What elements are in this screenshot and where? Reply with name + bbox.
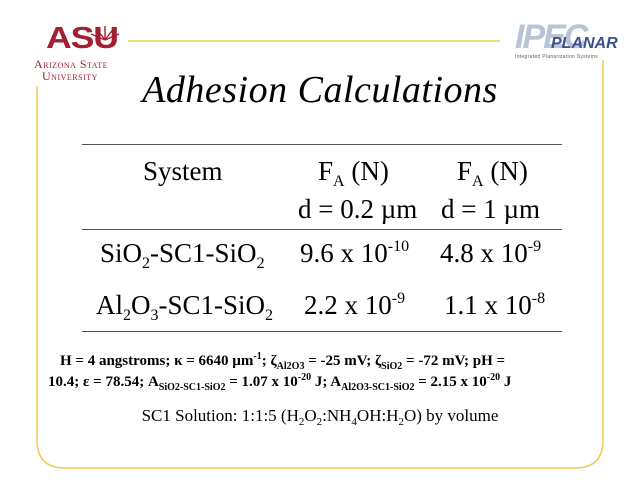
slide-title: Adhesion Calculations — [142, 69, 498, 111]
sc1-solution-note: SC1 Solution: 1:1:5 (H2O2:NH4OH:H2O) by … — [141, 406, 499, 428]
table-bottom-rule — [82, 331, 562, 332]
ipec-tagline: Integrated Planarization Systems — [515, 54, 598, 60]
header-system: System — [143, 156, 223, 186]
row2-system: Al2O3-SC1-SiO2 — [96, 290, 274, 324]
asu-name-line2: University — [42, 69, 98, 83]
ipec-planar-logo: IPEC PLANAR Integrated Planarization Sys… — [507, 18, 618, 64]
row1-value-col1: 9.6 x 10-10 — [300, 238, 410, 268]
table-header-rule — [82, 229, 562, 230]
ipec-text: IPEC — [515, 18, 588, 56]
planar-text: PLANAR — [551, 35, 618, 52]
header-fa-col1: FA (N) — [318, 156, 389, 190]
header-distance-col1: d = 0.2 µm — [298, 194, 418, 224]
asu-name-line1: Arizona State — [34, 57, 108, 71]
sun-icon — [90, 26, 120, 41]
asu-letters: ASU — [46, 20, 119, 55]
table-top-rule — [82, 144, 562, 145]
row1-value-col2: 4.8 x 10-9 — [440, 238, 542, 268]
row1-system: SiO2-SC1-SiO2 — [100, 238, 265, 272]
row2-value-col2: 1.1 x 10-8 — [444, 290, 546, 320]
parameters-line2: 10.4; ε = 78.54; ASiO2-SC1-SiO2 = 1.07 x… — [48, 372, 512, 393]
row2-value-col1: 2.2 x 10-9 — [304, 290, 406, 320]
header-distance-col2: d = 1 µm — [441, 194, 541, 224]
parameters-line1: H = 4 angstroms; κ = 6640 µm-1; ζAl2O3 =… — [60, 351, 506, 372]
header-fa-col2: FA (N) — [457, 156, 528, 190]
asu-logo: ASU Arizona State University — [30, 20, 140, 83]
